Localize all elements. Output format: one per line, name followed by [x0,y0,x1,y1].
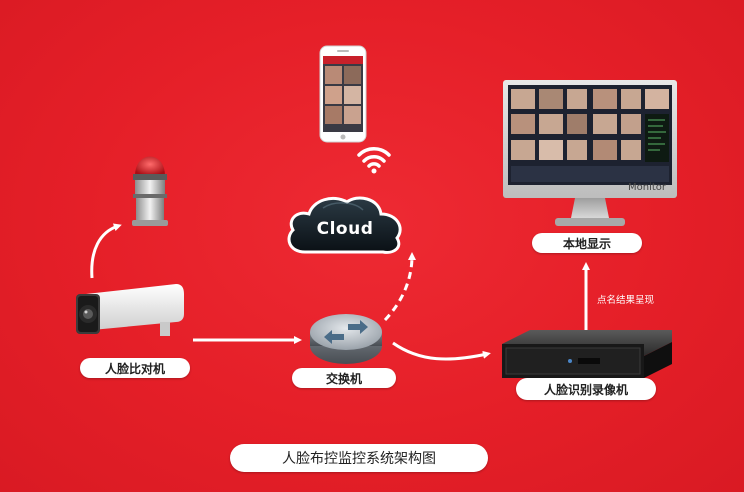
switch-label: 交换机 [292,368,396,388]
monitor-brand-label: Monitor [628,182,667,193]
arrow-switch-to-nvr [392,341,491,361]
display-label: 本地显示 [532,233,642,253]
cloud-label: Cloud [316,219,374,239]
nvr-recorder-icon [502,330,672,378]
diagram-title: 人脸布控监控系统架构图 [230,444,488,472]
network-switch-icon [310,314,382,364]
camera-label: 人脸比对机 [80,358,190,378]
arrow-switch-to-cloud [383,252,416,322]
alarm-beacon-icon [132,156,168,226]
nvr-to-display-note: 点名结果呈现 [597,295,655,306]
wifi-icon [357,147,391,174]
nvr-label: 人脸识别录像机 [516,378,656,400]
cloud-icon [287,196,402,254]
bullet-camera-icon [76,284,184,336]
smartphone-icon [319,45,367,143]
arrow-camera-to-alarm [90,223,122,279]
monitor-icon [503,80,677,226]
